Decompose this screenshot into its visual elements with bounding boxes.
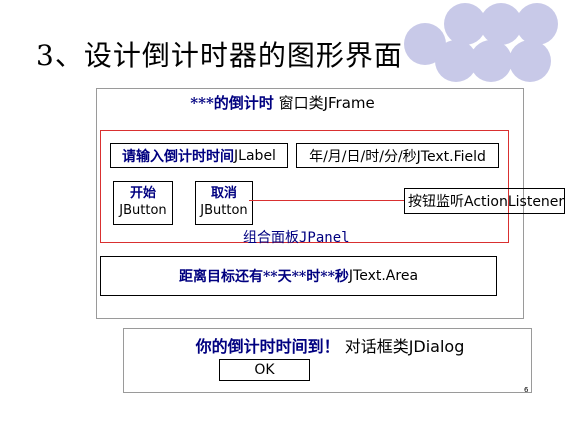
decor-circle-6 [470, 40, 512, 82]
action-listener-box: 按钮监听ActionListener [404, 188, 565, 214]
decor-circle-3 [516, 3, 558, 45]
start-jbutton[interactable]: 开始 JButton [113, 181, 173, 225]
prompt-label-zh: 请输入倒计时时间 [122, 148, 235, 165]
dialog-label-zh: 你的倒计时时间到！ [195, 337, 340, 356]
jdialog-window [123, 328, 532, 393]
jpanel-label: 组合面板JPanel [243, 230, 350, 246]
cancel-jbutton[interactable]: 取消 JButton [195, 181, 253, 225]
decor-circle-7 [509, 40, 551, 82]
jframe-label-en: 窗口类JFrame [273, 94, 375, 112]
date-textfield-text: 年/月/日/时/分/秒JText.Field [309, 148, 486, 165]
decor-circle-2 [480, 3, 522, 45]
prompt-label-en: JLabel [234, 147, 276, 164]
jframe-label-zh: ***的倒计时 [190, 94, 274, 112]
slide-title: 3、设计倒计时器的图形界面 [36, 39, 403, 72]
page-number: 6 [524, 386, 529, 394]
listener-connector-line [249, 200, 405, 201]
textarea-zh: 距离目标还有**天**时**秒 [178, 269, 349, 285]
decor-circle-1 [444, 3, 486, 45]
date-jtextfield[interactable]: 年/月/日/时/分/秒JText.Field [296, 143, 499, 168]
textarea-en: JText.Area [348, 268, 419, 284]
start-button-zh: 开始 [129, 186, 156, 201]
jdialog-label: 你的倒计时时间到！ 对话框类JDialog [130, 333, 530, 357]
jframe-label: ***的倒计时 窗口类JFrame [0, 92, 565, 113]
cancel-button-zh: 取消 [210, 186, 237, 201]
dialog-label-en: 对话框类JDialog [339, 337, 465, 356]
jpanel-box [100, 130, 509, 243]
ok-button[interactable]: OK [219, 359, 310, 381]
start-button-en: JButton [119, 203, 167, 218]
listener-text: 按钮监听ActionListener [408, 194, 565, 210]
cancel-button-en: JButton [200, 203, 248, 218]
jframe-window [96, 88, 524, 319]
